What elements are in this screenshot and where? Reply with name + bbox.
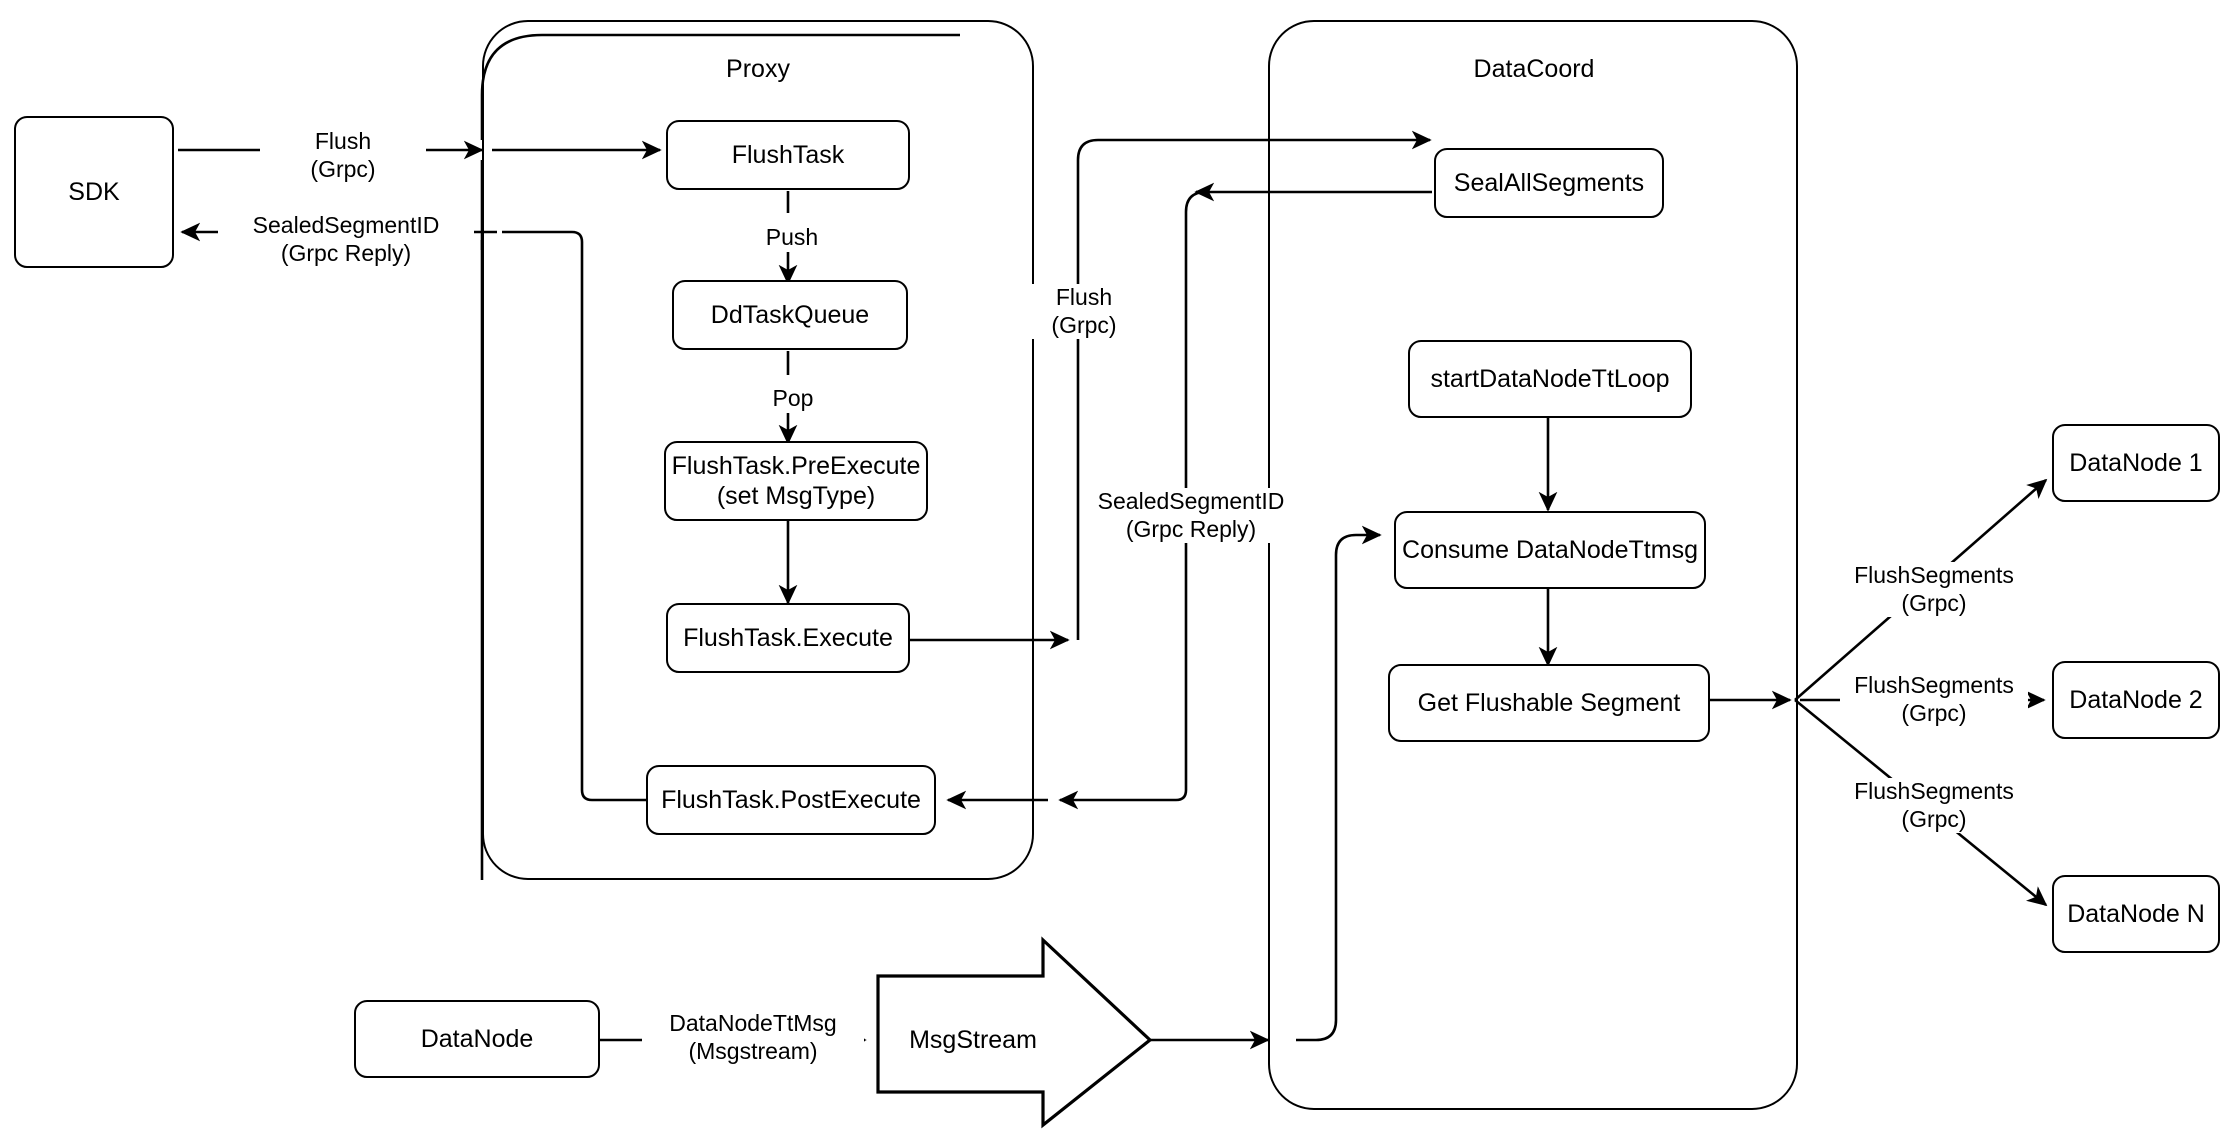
edge-label-pop: Pop: [750, 385, 836, 413]
node-datanode-1[interactable]: DataNode 1: [2052, 424, 2220, 502]
edge-label-push: Push: [746, 224, 838, 252]
edge-flushrail-up: [1076, 138, 1268, 640]
node-datanode-n[interactable]: DataNode N: [2052, 875, 2220, 953]
edge-label-datacoord-to-proxy: SealedSegmentID (Grpc Reply): [1090, 488, 1292, 544]
node-flush-task-postexecute[interactable]: FlushTask.PostExecute: [646, 765, 936, 835]
container-proxy-title: Proxy: [726, 55, 790, 83]
node-flush-task-execute[interactable]: FlushTask.Execute: [666, 603, 910, 673]
edge-label-sdk-to-proxy: Flush (Grpc): [260, 128, 426, 184]
node-flush-task-preexecute[interactable]: FlushTask.PreExecute (set MsgType): [664, 441, 928, 521]
node-get-flushable-segment[interactable]: Get Flushable Segment: [1388, 664, 1710, 742]
node-datanode-source[interactable]: DataNode: [354, 1000, 600, 1078]
edge-label-flush-segments-n: FlushSegments (Grpc): [1840, 778, 2028, 834]
container-datacoord-title: DataCoord: [1473, 55, 1595, 83]
node-datanode-2[interactable]: DataNode 2: [2052, 661, 2220, 739]
edge-label-proxy-to-datacoord: Flush (Grpc): [1018, 284, 1150, 340]
edge-label-proxy-to-sdk: SealedSegmentID (Grpc Reply): [218, 212, 474, 268]
edge-label-flush-segments-1: FlushSegments (Grpc): [1840, 562, 2028, 618]
edge-label-flush-segments-2: FlushSegments (Grpc): [1840, 672, 2028, 728]
node-sdk[interactable]: SDK: [14, 116, 174, 268]
node-seal-all-segments[interactable]: SealAllSegments: [1434, 148, 1664, 218]
node-msgstream-label: MsgStream: [909, 1026, 1037, 1054]
node-flush-task[interactable]: FlushTask: [666, 120, 910, 190]
node-consume-datanode-ttmsg[interactable]: Consume DataNodeTtmsg: [1394, 511, 1706, 589]
node-dd-task-queue[interactable]: DdTaskQueue: [672, 280, 908, 350]
node-start-datanode-tt-loop[interactable]: startDataNodeTtLoop: [1408, 340, 1692, 418]
edge-label-datanode-ttmsg: DataNodeTtMsg (Msgstream): [642, 1010, 864, 1066]
